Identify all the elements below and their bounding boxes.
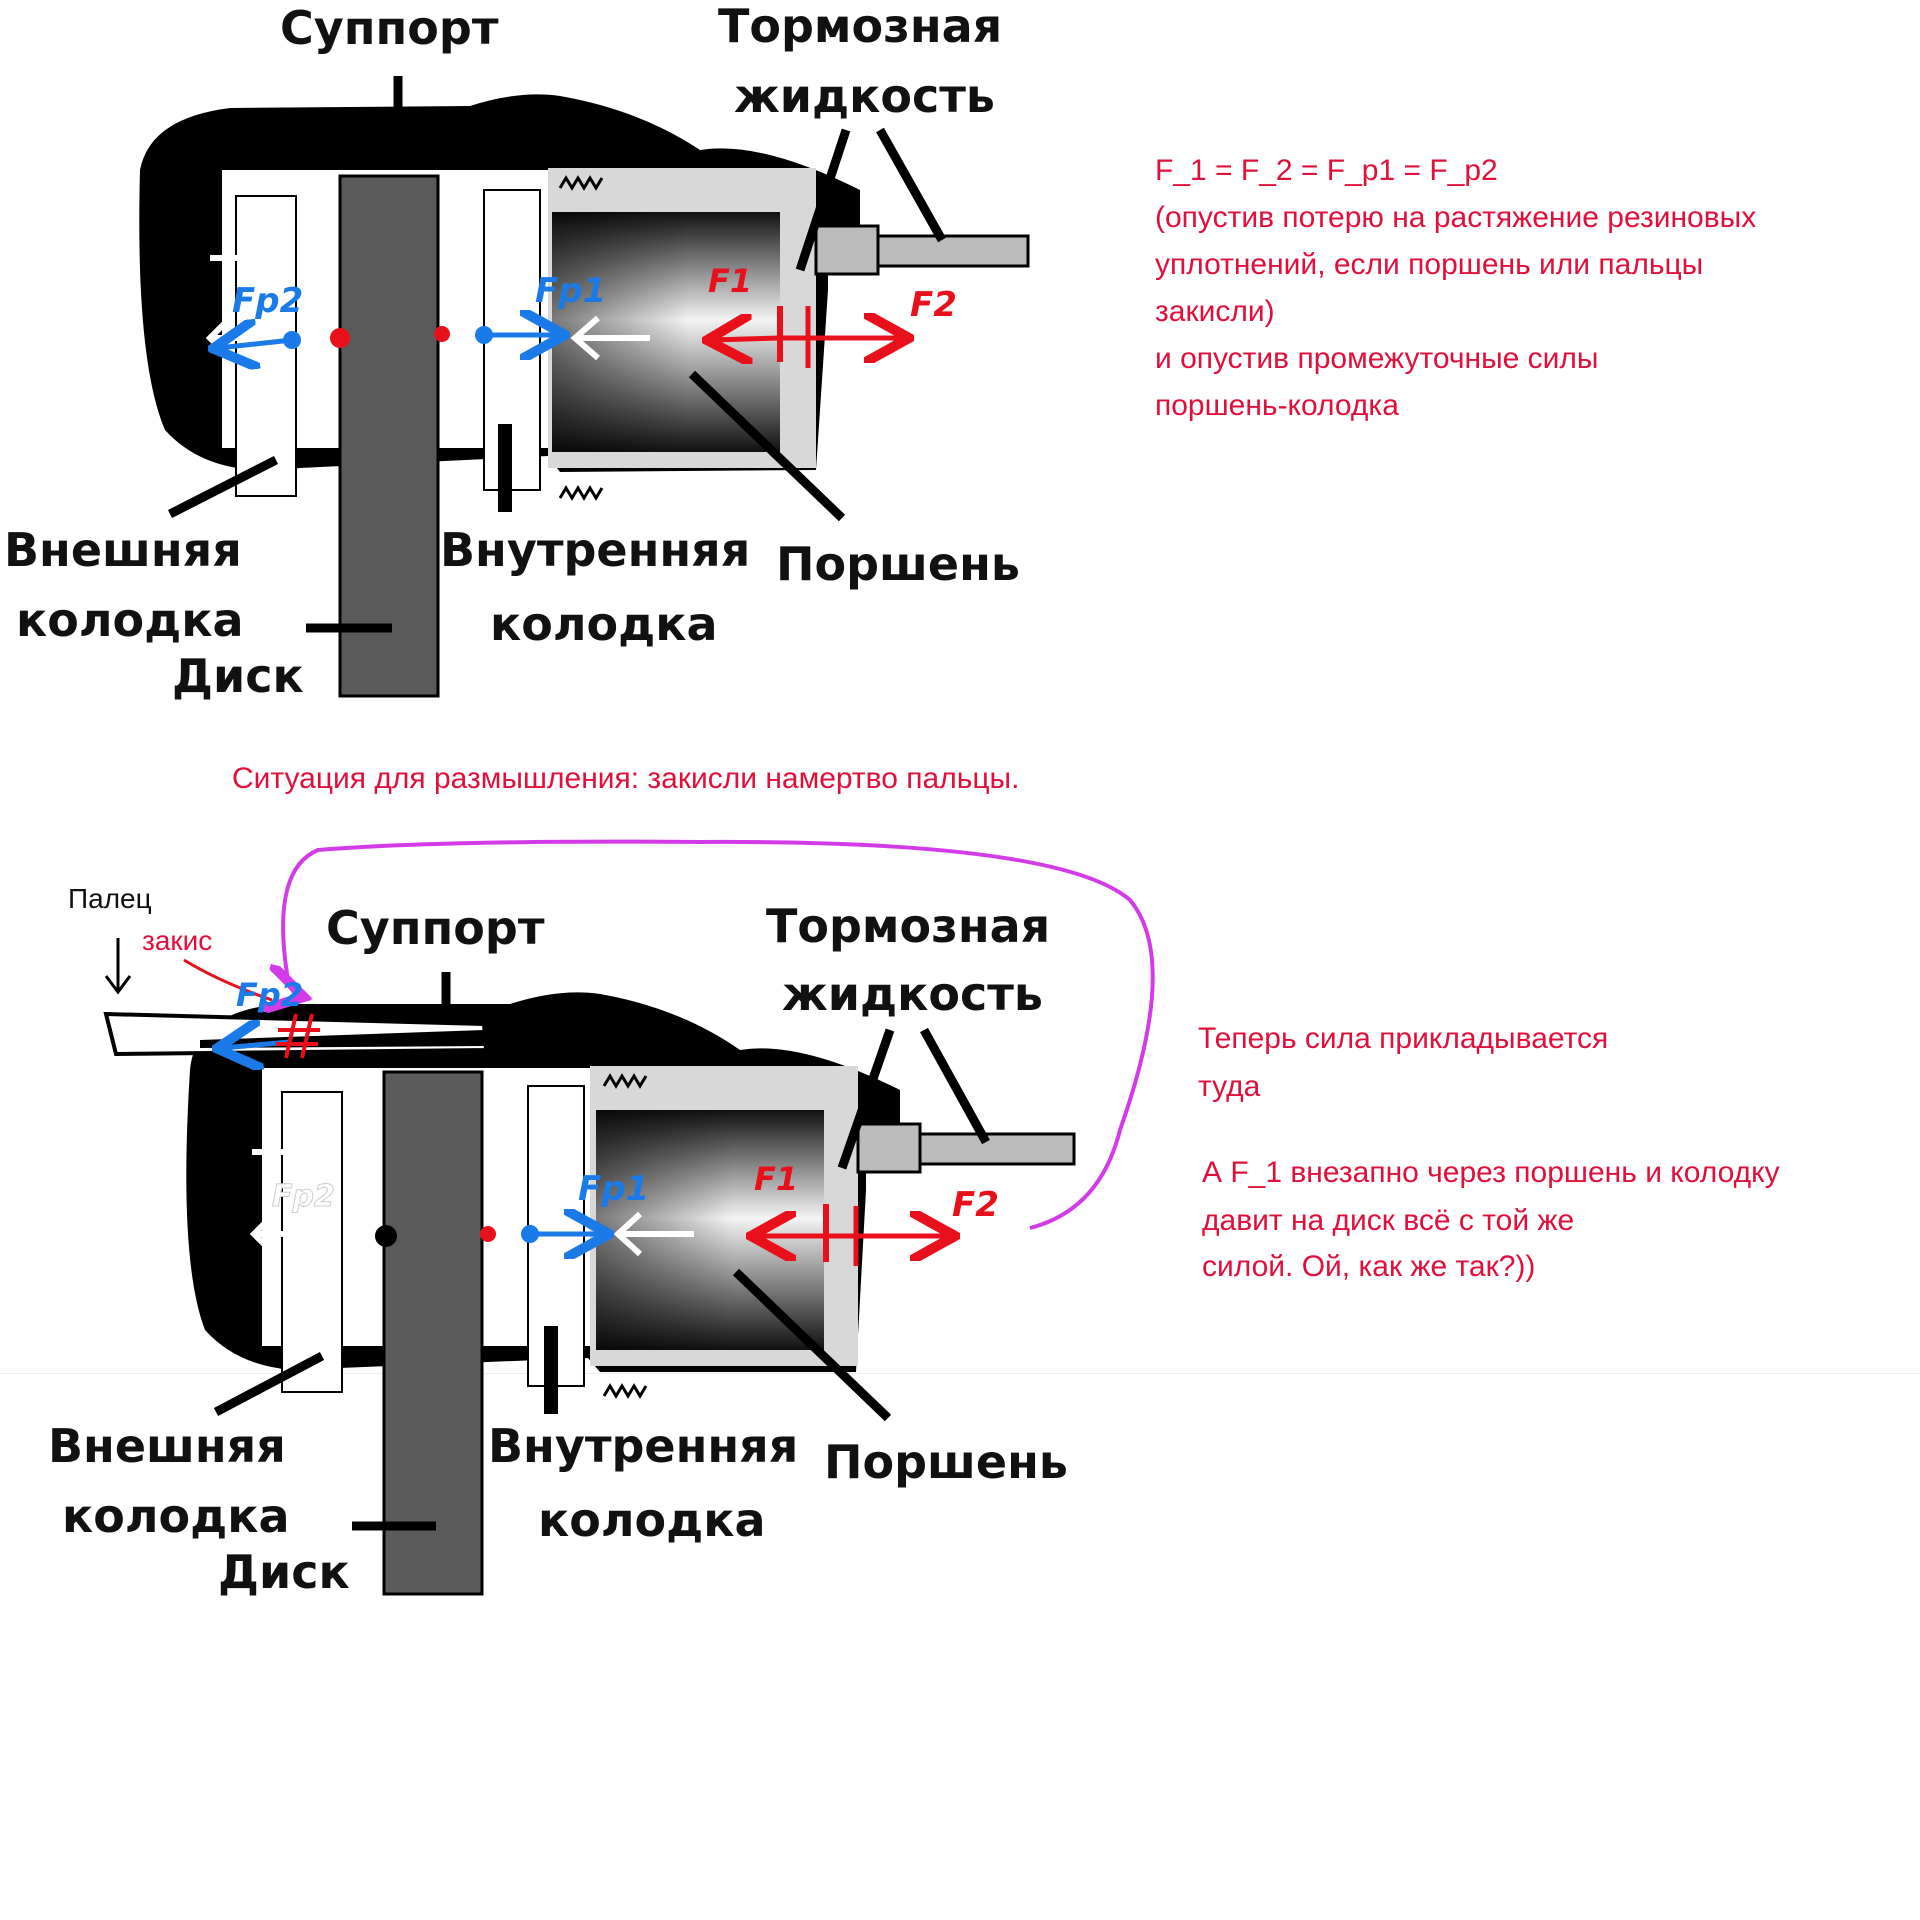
label-fluid-2: жидкость	[734, 69, 995, 123]
label-fluid-2-1: Тормозная	[766, 899, 1050, 953]
note-1-line-3: уплотнений, если поршень или пальцы	[1155, 248, 1703, 281]
label-fluid-2-2: жидкость	[782, 967, 1043, 1021]
force-transfer-curve	[283, 839, 1155, 1230]
leader-lines	[167, 76, 946, 633]
caliper-diagram-2: Суппорт Тормозная жидкость Внешняя колод…	[48, 839, 1155, 1599]
note-3-line-2: давит на диск всё с той же	[1202, 1204, 1574, 1237]
note-1-line-6: поршень-колодка	[1155, 389, 1399, 422]
label-fluid-1: Тормозная	[718, 0, 1002, 53]
dot-disc-right	[434, 326, 450, 342]
label-outer-pad-2: колодка	[16, 593, 244, 647]
fluid-fitting-2	[856, 1122, 922, 1174]
note-1-line-1: F_1 = F_2 = F_p1 = F_p2	[1155, 154, 1498, 187]
force-label-f1-2: F1	[754, 1160, 798, 1198]
label-outer-pad-1: Внешняя	[4, 523, 242, 577]
faded-arrow-piston-2	[613, 1211, 694, 1257]
note-3: А F_1 внезапно через поршень и колодку д…	[1202, 1156, 1780, 1283]
label-inner-pad-2-2: колодка	[538, 1493, 766, 1547]
inner-pad-tab-2	[544, 1326, 558, 1414]
dot-fp1	[475, 326, 493, 344]
dot-fp2	[283, 331, 301, 349]
dot-disc-left-2	[375, 1225, 397, 1247]
force-label-fp1: Fp1	[535, 271, 606, 311]
force-label-f2-2: F2	[952, 1185, 999, 1225]
force-label-fp2-2: Fp2	[236, 976, 303, 1014]
faded-arrow-piston	[570, 315, 650, 361]
section-divider	[0, 1373, 1920, 1374]
label-caliper-2: Суппорт	[326, 901, 545, 955]
force-arrows-1	[210, 241, 904, 368]
label-inner-pad-2: колодка	[490, 597, 718, 651]
outer-pad-2	[281, 1091, 343, 1393]
label-piston: Поршень	[776, 537, 1020, 591]
disc-2	[382, 1070, 484, 1596]
force-label-fp1-2: Fp1	[578, 1169, 649, 1209]
force-label-fp2-faded: Fp2	[272, 1179, 335, 1214]
label-rust: закис	[142, 925, 212, 956]
force-arrows-2	[104, 839, 1155, 1266]
label-disc: Диск	[172, 649, 304, 703]
note-3-line-1: А F_1 внезапно через поршень и колодку	[1202, 1156, 1780, 1189]
label-inner-pad-2-1: Внутренняя	[488, 1419, 798, 1473]
arrow-f1	[712, 338, 781, 340]
arrow-fp2	[218, 340, 293, 348]
note-1: F_1 = F_2 = F_p1 = F_p2 (опустив потерю …	[1155, 154, 1756, 422]
disc	[338, 174, 440, 698]
note-2-line-2: туда	[1198, 1070, 1261, 1103]
note-2: Теперь сила прикладывается туда	[1198, 1022, 1608, 1103]
label-pin: Палец	[68, 883, 152, 914]
fluid-fitting	[814, 224, 880, 276]
caliper-diagram-1: Суппорт Тормозная жидкость Внешняя колод…	[4, 0, 1030, 703]
inner-pad-tab	[498, 424, 512, 512]
seal-top	[558, 175, 604, 501]
faded-arrow-left-2	[249, 1211, 334, 1257]
label-outer-pad-2-2: колодка	[62, 1489, 290, 1543]
leader-lines-2	[213, 972, 990, 1531]
dot-fp1-2	[521, 1225, 539, 1243]
note-1-line-5: и опустив промежуточные силы	[1155, 342, 1598, 375]
label-inner-pad-1: Внутренняя	[440, 523, 750, 577]
force-label-f1: F1	[708, 262, 752, 300]
rust-marks	[276, 1013, 320, 1059]
label-outer-pad-2-1: Внешняя	[48, 1419, 286, 1473]
dot-disc-left	[330, 328, 350, 348]
force-label-f2: F2	[910, 285, 957, 325]
note-1-line-2: (опустив потерю на растяжение резиновых	[1155, 201, 1756, 234]
situation-title: Ситуация для размышления: закисли намерт…	[232, 762, 1019, 795]
label-caliper: Суппорт	[280, 1, 499, 55]
note-3-line-3: силой. Ой, как же так?))	[1202, 1250, 1535, 1283]
faded-arrow-outer-2	[252, 1135, 324, 1169]
note-2-line-1: Теперь сила прикладывается	[1198, 1022, 1608, 1055]
label-piston-2: Поршень	[824, 1435, 1068, 1489]
force-label-fp2: Fp2	[232, 281, 303, 321]
seals-2	[602, 1073, 648, 1399]
dot-disc-right-2	[480, 1226, 496, 1242]
label-disc-2: Диск	[218, 1545, 350, 1599]
piston-shade-2	[596, 1110, 824, 1350]
note-1-line-4: закисли)	[1155, 295, 1275, 328]
faded-arrow-outer	[210, 241, 281, 275]
pin-pointer	[104, 938, 132, 995]
